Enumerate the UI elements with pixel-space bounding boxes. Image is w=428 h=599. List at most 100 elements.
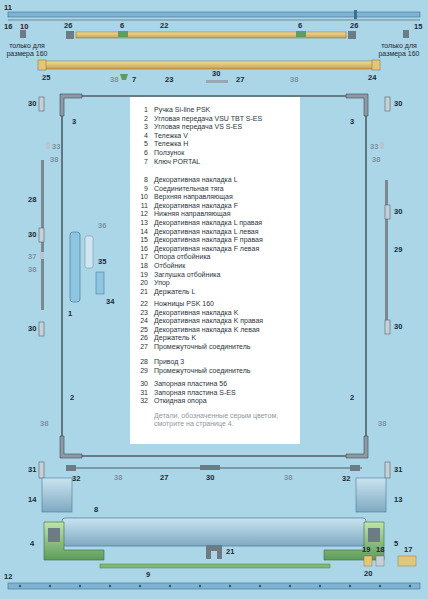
parts-list-number: 29 — [130, 367, 148, 375]
callout-number: 29 — [394, 246, 402, 254]
callout-number: 30 — [394, 100, 402, 108]
callout-number: 13 — [394, 496, 402, 504]
parts-list-number: 24 — [130, 317, 148, 325]
parts-list-name: Запорная пластина 56 — [154, 380, 227, 388]
parts-list-number: 20 — [130, 279, 148, 287]
callout-number: 3 — [350, 118, 354, 126]
callout-number: 12 — [4, 573, 12, 581]
parts-list-number: 21 — [130, 288, 148, 296]
parts-list-number: 17 — [130, 253, 148, 261]
callout-number: 24 — [368, 74, 376, 82]
parts-list-number: 23 — [130, 309, 148, 317]
parts-list-number: 15 — [130, 236, 148, 244]
parts-list-name: Декоративная накладка K левая — [154, 326, 260, 334]
parts-list-name: Отбойник — [154, 262, 185, 270]
rail-hole — [379, 585, 381, 587]
callout-number: 16 — [4, 23, 12, 31]
rail-hole — [19, 585, 21, 587]
callout-number-grey: 37 — [28, 253, 36, 261]
callout-number: 1 — [68, 310, 72, 318]
size-note: только для размера 160 — [2, 42, 52, 57]
parts-list-name: Декоративная накладка L правая — [154, 219, 262, 227]
parts-list-name: Промежуточный соединитель — [154, 343, 250, 351]
callout-number: 26 — [350, 22, 358, 30]
parts-list-number: 26 — [130, 334, 148, 342]
parts-list-name: Промежуточный соединитель — [154, 367, 250, 375]
callout-number: 3 — [72, 118, 76, 126]
parts-list-name: Держатель L — [154, 288, 195, 296]
rail-hole — [79, 585, 81, 587]
callout-number: 27 — [160, 474, 168, 482]
parts-list-number: 19 — [130, 271, 148, 279]
rail-hole — [49, 585, 51, 587]
parts-list-name: Опора отбойника — [154, 253, 211, 261]
callout-number-grey: 38 — [40, 420, 48, 428]
callout-number-grey: 33 — [370, 143, 378, 151]
parts-list-name: Верхняя направляющая — [154, 193, 233, 201]
rail-hole — [109, 585, 111, 587]
rail-hole — [229, 585, 231, 587]
parts-list-number: 13 — [130, 219, 148, 227]
callout-number: 5 — [394, 540, 398, 548]
parts-list-name: Декоративная накладка F правая — [154, 236, 263, 244]
callout-number: 30 — [212, 70, 220, 78]
callout-number: 18 — [376, 546, 384, 554]
parts-list-number: 30 — [130, 380, 148, 388]
parts-list-number: 3 — [130, 123, 148, 131]
callout-number: 34 — [106, 298, 114, 306]
parts-list-name: Соединительная тяга — [154, 185, 224, 193]
callout-number: 7 — [132, 76, 136, 84]
callout-number-grey: 38 — [290, 76, 298, 84]
parts-list-name: Тележка H — [154, 140, 188, 148]
callout-number: 31 — [28, 466, 36, 474]
callout-number: 20 — [364, 570, 372, 578]
callout-number: 2 — [70, 394, 74, 402]
size-note: только для размера 160 — [374, 42, 424, 57]
parts-list-name: Декоративная накладка L левая — [154, 228, 259, 236]
callout-number: 30 — [394, 323, 402, 331]
callout-number: 17 — [404, 546, 412, 554]
callout-number-grey: 38 — [28, 266, 36, 274]
callout-number: 28 — [28, 196, 36, 204]
callout-number: 19 — [362, 546, 370, 554]
callout-number-grey: 36 — [98, 222, 106, 230]
parts-list-name: Угловая передача VS S-ES — [154, 123, 242, 131]
parts-list-number: 10 — [130, 193, 148, 201]
callout-number: 6 — [298, 22, 302, 30]
parts-list-number: 32 — [130, 397, 148, 405]
parts-list-name: Тележка V — [154, 132, 188, 140]
parts-list-name: Держатель K — [154, 334, 196, 342]
parts-list-number: 7 — [130, 158, 148, 166]
parts-list-number: 4 — [130, 132, 148, 140]
callout-number-grey: 38 — [378, 420, 386, 428]
parts-list-name: Ползунок — [154, 149, 184, 157]
parts-list-number: 18 — [130, 262, 148, 270]
callout-number: 15 — [414, 23, 422, 31]
callout-number: 6 — [120, 22, 124, 30]
callout-number-grey: 38 — [284, 474, 292, 482]
parts-list-name: Декоративная накладка F — [154, 202, 238, 210]
callout-number: 25 — [42, 74, 50, 82]
parts-list-number: 11 — [130, 202, 148, 210]
rail-hole — [289, 585, 291, 587]
parts-list-name: Ключ PORTAL — [154, 158, 200, 166]
callout-number-grey: 38 — [372, 156, 380, 164]
parts-list-name: Привод 3 — [154, 358, 184, 366]
parts-list-name: Нижняя направляющая — [154, 210, 231, 218]
grey-note: Детали, обозначенные серым цветом, смотр… — [154, 412, 294, 427]
callout-number: 10 — [20, 23, 28, 31]
callout-number: 30 — [28, 325, 36, 333]
callout-number-grey: 33 — [52, 143, 60, 151]
parts-list-number: 9 — [130, 185, 148, 193]
rail-hole — [409, 585, 411, 587]
parts-list-number: 14 — [130, 228, 148, 236]
callout-number: 14 — [28, 496, 36, 504]
parts-list-number: 1 — [130, 106, 148, 114]
rail-hole — [349, 585, 351, 587]
callout-number: 30 — [394, 208, 402, 216]
callout-number: 21 — [226, 548, 234, 556]
parts-list-number: 6 — [130, 149, 148, 157]
callout-number: 11 — [4, 4, 12, 12]
parts-list-name: Заглушка отбойника — [154, 271, 220, 279]
